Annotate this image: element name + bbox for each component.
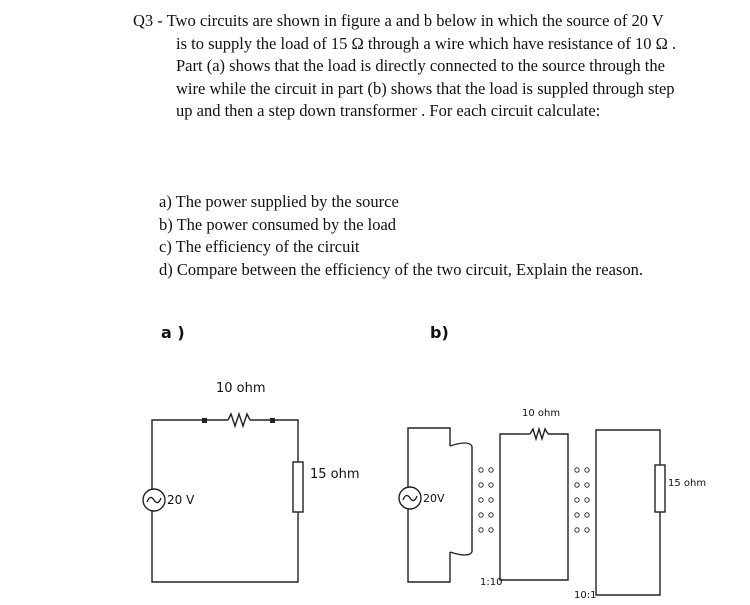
load-resistor-box xyxy=(292,461,304,513)
question-line: Q3 - Two circuits are shown in figure a … xyxy=(133,11,664,30)
wire xyxy=(272,419,299,462)
transformer-coils xyxy=(478,467,590,533)
sine-icon xyxy=(146,496,162,504)
terminal-dot xyxy=(202,418,207,423)
sine-icon xyxy=(402,494,418,502)
sub-question-a: a) The power supplied by the source xyxy=(159,192,399,211)
wire xyxy=(548,433,569,446)
wire xyxy=(499,552,569,581)
question-text: Q3 - Two circuits are shown in figure a … xyxy=(133,10,723,123)
wire xyxy=(499,433,520,446)
sub-question-d: d) Compare between the efficiency of the… xyxy=(159,259,643,279)
sub-questions: a) The power supplied by the source b) T… xyxy=(159,191,643,281)
sub-question-b: b) The power consumed by the load xyxy=(159,214,397,234)
figure-b-label: b) xyxy=(430,323,449,342)
wire xyxy=(407,427,451,488)
load-resistor-box xyxy=(654,464,666,513)
circuit-b xyxy=(398,426,666,596)
wire xyxy=(151,510,299,583)
question-line: wire while the circuit in part (b) shows… xyxy=(176,78,675,98)
figure-b-wire-resistor-label: 10 ohm xyxy=(522,408,560,419)
figure-b-load-resistor-label: 15 ohm xyxy=(668,478,706,489)
wire xyxy=(595,429,661,465)
question-line: is to supply the load of 15 Ω through a … xyxy=(176,33,677,53)
ac-source-icon xyxy=(142,488,166,512)
figure-a-label: a ) xyxy=(161,323,185,342)
wire-resistor-zigzag xyxy=(529,426,549,442)
step-down-ratio-label: 10:1 xyxy=(574,590,596,601)
wire xyxy=(151,419,205,490)
terminal-dot xyxy=(270,418,275,423)
question-line: up and then a step down transformer . Fo… xyxy=(176,101,601,120)
wire-resistor-zigzag xyxy=(227,411,251,429)
circuit-a xyxy=(142,411,304,583)
coil-curve xyxy=(449,442,473,447)
coil-curve xyxy=(449,551,473,556)
wire xyxy=(407,508,451,583)
sub-question-c: c) The efficiency of the circuit xyxy=(159,237,360,256)
figure-a-load-resistor-label: 15 ohm xyxy=(310,467,360,482)
figure-a-source-label: 20 V xyxy=(167,493,195,507)
question-line: Part (a) shows that the load is directly… xyxy=(176,56,665,75)
wire xyxy=(595,512,661,596)
figure-a-wire-resistor-label: 10 ohm xyxy=(216,381,266,396)
ac-source-icon xyxy=(398,486,422,510)
step-up-ratio-label: 1:10 xyxy=(480,577,502,588)
figure-b-source-label: 20V xyxy=(423,492,445,505)
